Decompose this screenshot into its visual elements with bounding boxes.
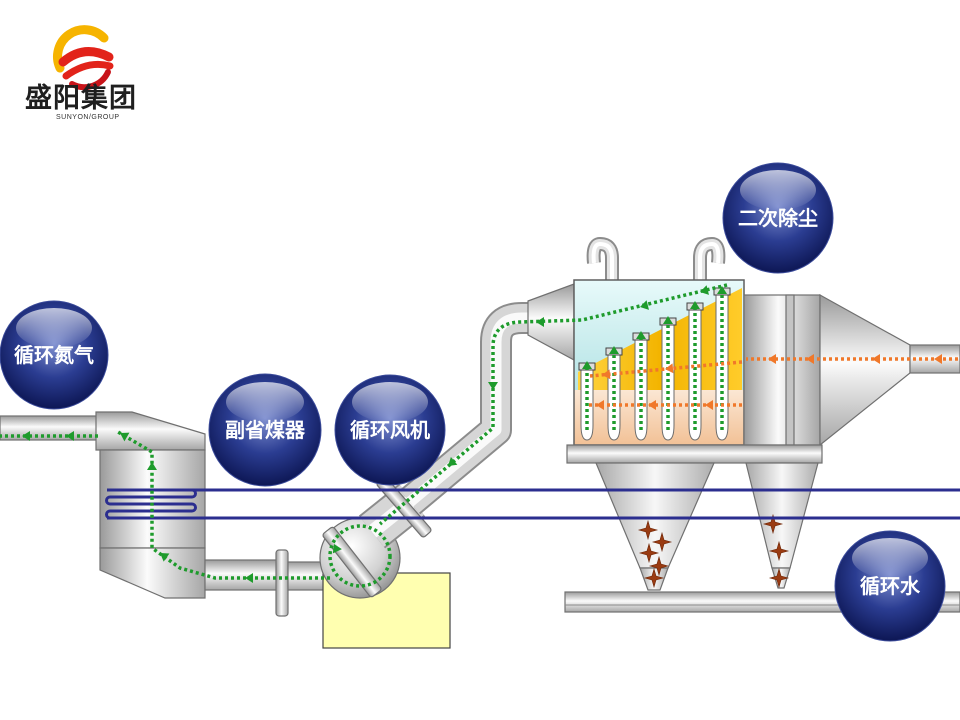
arrowhead-icon: [648, 400, 656, 410]
label-text: 循环风机: [350, 418, 430, 442]
top-vent-pipes: [586, 236, 726, 283]
arrowhead-icon: [690, 301, 700, 309]
label-auxiliary-economizer: 副省煤器: [208, 373, 322, 487]
arrowhead-icon: [245, 573, 253, 583]
arrowhead-icon: [488, 382, 498, 390]
flow-path-duct: [378, 283, 728, 526]
flow-path-bag-zone: [589, 360, 743, 378]
arrowhead-icon: [640, 300, 649, 310]
filter-bag: [686, 302, 704, 441]
ash-hopper-large: [595, 462, 715, 591]
label-circulating-fan: 循环风机: [334, 374, 446, 486]
label-text: 副省煤器: [225, 418, 306, 442]
arrowhead-icon: [665, 363, 674, 374]
collector-outlet-cone: [819, 293, 911, 447]
arrowhead-icon: [636, 331, 646, 339]
logo-brand-name: 盛阳集团: [25, 82, 137, 114]
label-text: 循环氮气: [14, 343, 94, 367]
arrowhead-icon: [768, 354, 776, 364]
collector-side-chamber: [743, 294, 821, 446]
side-chamber-divider: [785, 294, 795, 446]
pipe-flange: [275, 549, 289, 617]
economizer-hood: [95, 411, 206, 451]
logo-subtitle: SUNYON/GROUP: [56, 114, 120, 121]
arrowhead-icon: [806, 354, 814, 364]
arrowhead-icon: [147, 462, 157, 470]
arrowhead-icon: [609, 346, 619, 354]
hopper-support-plate: [566, 444, 823, 464]
logo-swirl-icon: [53, 25, 114, 91]
dust-spark-icon: [637, 519, 659, 541]
label-secondary-dust-removal: 二次除尘: [722, 162, 834, 274]
dust-spark-icon: [638, 542, 660, 564]
label-text: 二次除尘: [738, 206, 818, 230]
economizer-unit: [95, 411, 206, 599]
arrowhead-icon: [120, 432, 130, 442]
arrowhead-icon: [22, 431, 30, 441]
arrowhead-icon: [872, 354, 880, 364]
dust-spark-icon: [643, 567, 665, 589]
arrowhead-icon: [536, 317, 544, 327]
arrowhead-icon: [332, 544, 342, 554]
arrowhead-icon: [934, 354, 942, 364]
logo: 盛阳集团 SUNYON/GROUP: [25, 25, 137, 121]
dust-spark-icon: [651, 531, 673, 553]
arrowhead-icon: [717, 286, 727, 294]
dust-spark-icon: [648, 555, 670, 577]
fan-inlet-ring: [322, 526, 382, 598]
dust-spark-icon: [762, 513, 784, 535]
arrowhead-icon: [663, 316, 673, 324]
economizer-outlet-pipe: [204, 549, 335, 617]
green-flow: [0, 283, 728, 588]
arrowhead-icon: [66, 431, 74, 441]
arrowhead-icon: [596, 400, 604, 410]
ash-hopper-small: [745, 462, 819, 589]
dust-spark-icon: [768, 540, 790, 562]
arrowhead-icon: [700, 285, 709, 295]
arrowhead-icon: [582, 361, 592, 369]
economizer-bottom-elbow: [99, 547, 206, 599]
water-lines: [105, 488, 960, 520]
arrowhead-icon: [602, 369, 611, 380]
dust-spark-icon: [768, 567, 790, 589]
arrowhead-icon: [705, 400, 713, 410]
arrowhead-icon: [448, 457, 458, 466]
dust-particles: [637, 513, 790, 589]
label-circulating-water: 循环水: [834, 530, 946, 642]
flow-path-fan: [328, 524, 392, 588]
label-circulating-nitrogen: 循环氮气: [0, 300, 109, 410]
label-text: 循环水: [860, 574, 921, 598]
orange-flow: [588, 354, 958, 410]
arrowhead-icon: [160, 553, 170, 562]
